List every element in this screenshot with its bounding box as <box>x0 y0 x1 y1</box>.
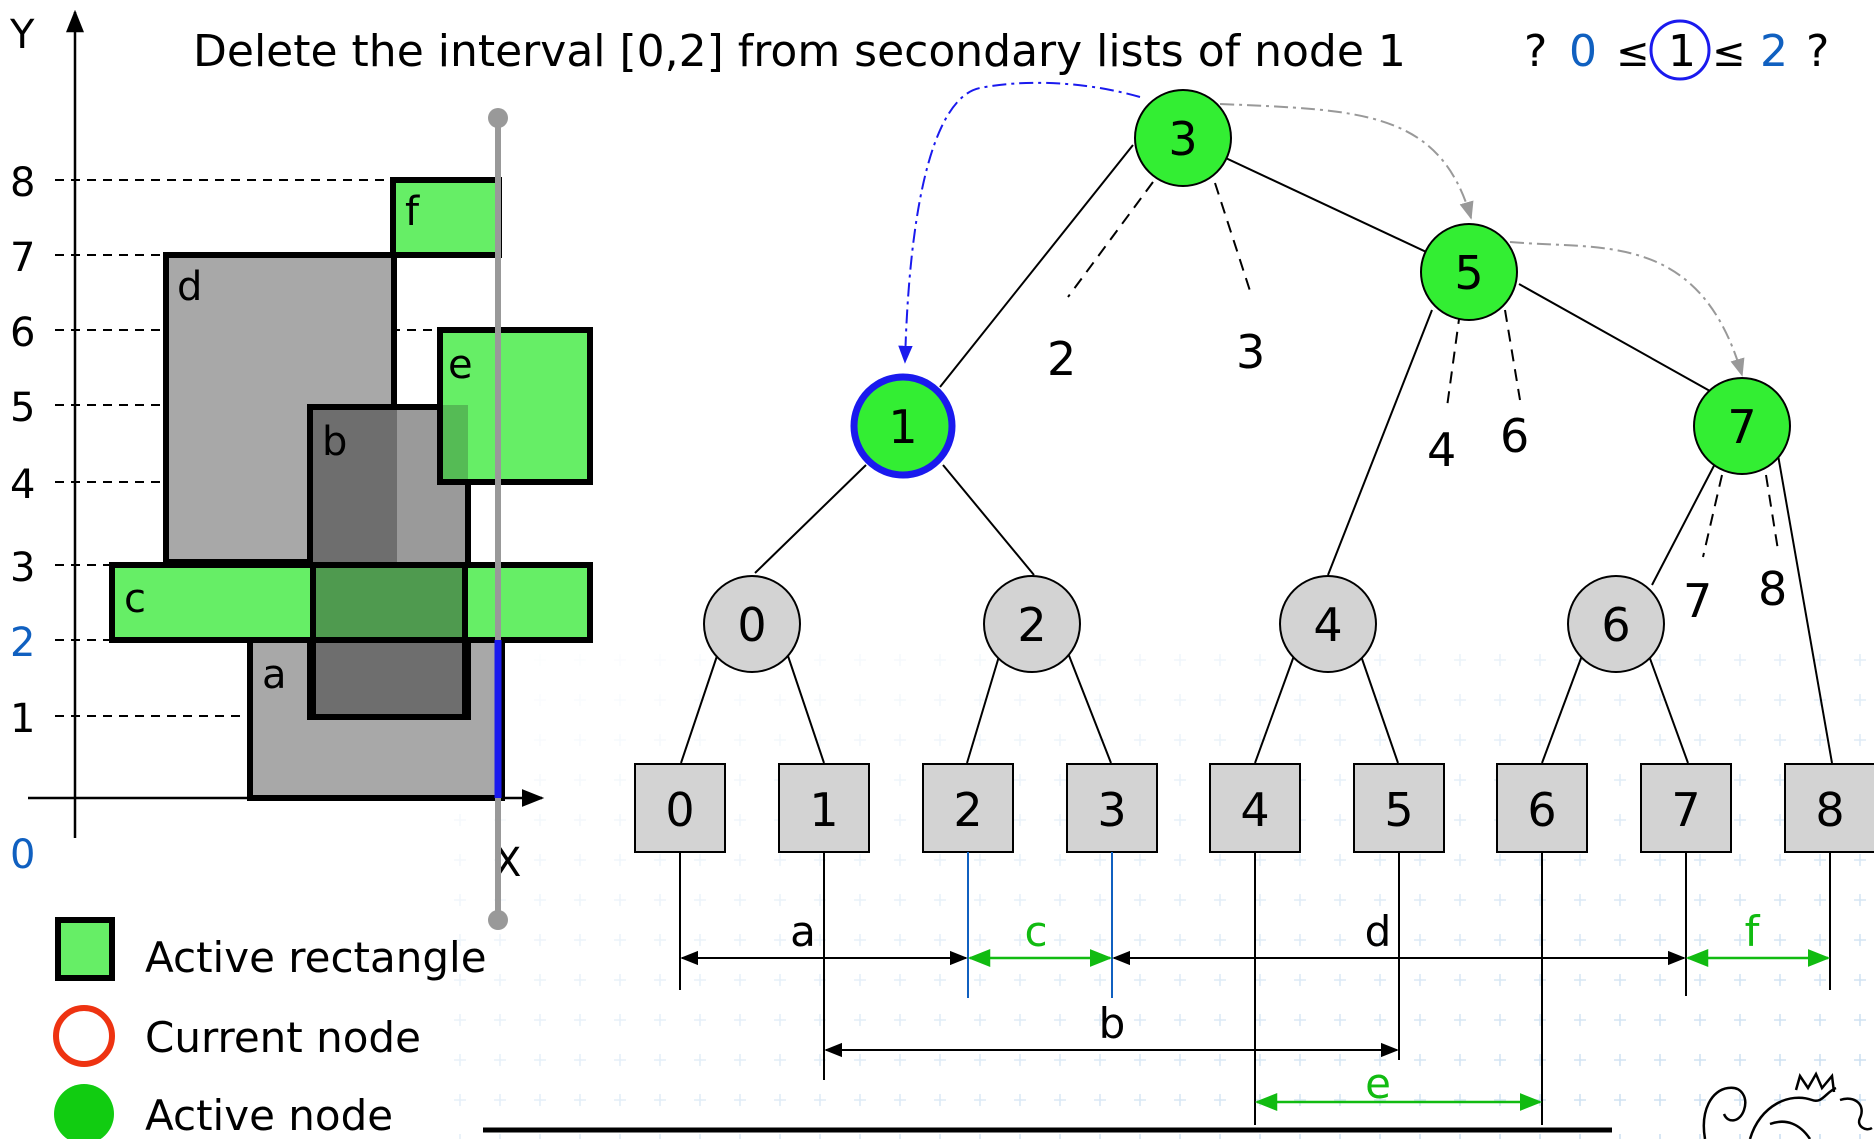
y-tick-7: 7 <box>10 235 35 281</box>
secondary-list-labels: 2 3 4 6 7 8 <box>1047 325 1787 628</box>
secondary-list-connectors <box>1067 181 1779 558</box>
y-tick-8: 8 <box>10 160 35 206</box>
legend-label-active-rect: Active rectangle <box>145 933 487 982</box>
secondary-label-4: 4 <box>1427 423 1456 477</box>
svg-text:2: 2 <box>953 783 982 837</box>
svg-text:d: d <box>1365 907 1392 956</box>
svg-text:6: 6 <box>1601 598 1630 652</box>
query-node: 1 <box>1668 26 1696 77</box>
tree-node-4-inner <box>1279 575 1377 673</box>
svg-text:b: b <box>1099 999 1126 1048</box>
svg-text:0: 0 <box>737 598 766 652</box>
rectangle-plot: d a b f e c Y X 0 8 7 6 5 4 3 2 1 <box>9 9 593 930</box>
query-le-2: ≤ <box>1712 30 1746 76</box>
svg-text:5: 5 <box>1454 246 1483 300</box>
tree-node-3 <box>1134 89 1232 187</box>
tree-node-1-current <box>850 373 956 479</box>
leaf-6 <box>1496 763 1588 853</box>
svg-text:f: f <box>1745 907 1761 956</box>
tree-edges <box>680 137 1833 764</box>
tree-node-0-inner <box>703 575 801 673</box>
rect-label-a: a <box>262 652 287 698</box>
svg-text:5: 5 <box>1384 783 1413 837</box>
traversal-arrow-to-node-1 <box>898 81 1141 364</box>
secondary-label-6: 6 <box>1500 409 1529 463</box>
rect-label-b: b <box>322 419 347 465</box>
secondary-label-8: 8 <box>1758 562 1787 616</box>
tree-node-5 <box>1420 223 1518 321</box>
secondary-label-2: 2 <box>1047 332 1076 386</box>
leaf-0 <box>634 763 726 853</box>
leaf-8 <box>1784 763 1874 853</box>
y-axis-label: Y <box>9 12 35 58</box>
y-tick-5: 5 <box>10 385 35 431</box>
traversal-arrow-to-node-7 <box>1509 241 1745 377</box>
rect-label-f: f <box>405 189 420 235</box>
svg-text:3: 3 <box>1097 783 1126 837</box>
lion-logo <box>1702 1071 1873 1139</box>
svg-text:2: 2 <box>1017 598 1046 652</box>
secondary-label-3: 3 <box>1236 325 1265 379</box>
legend: Active rectangle Current node Active nod… <box>53 917 487 1139</box>
interval-arrows: a c d f b e <box>680 907 1831 1111</box>
traversal-arrow-to-node-5 <box>1219 103 1474 220</box>
svg-text:4: 4 <box>1240 783 1269 837</box>
sweep-line-top-handle <box>488 108 508 128</box>
legend-active-node-swatch <box>54 1084 114 1139</box>
y-tick-6: 6 <box>10 310 35 356</box>
svg-text:3: 3 <box>1168 112 1197 166</box>
query-low: 0 <box>1569 26 1597 77</box>
tree-node-6-inner <box>1567 575 1665 673</box>
svg-text:a: a <box>790 907 816 956</box>
tree-leaves: 0 1 2 3 4 5 6 7 8 <box>634 763 1874 853</box>
svg-text:4: 4 <box>1313 598 1342 652</box>
svg-text:e: e <box>1365 1059 1391 1108</box>
query-high: 2 <box>1760 26 1788 77</box>
rect-label-e: e <box>448 342 473 388</box>
sweep-line-bottom-handle <box>488 910 508 930</box>
rect-e-overlap <box>443 405 468 479</box>
svg-text:1: 1 <box>888 400 917 454</box>
y-tick-1: 1 <box>10 696 35 742</box>
tree-nodes: 3 5 1 7 0 2 4 6 <box>703 89 1791 673</box>
y-tick-4: 4 <box>10 462 35 508</box>
rect-c-overlap <box>313 568 465 637</box>
query-le-1: ≤ <box>1616 30 1650 76</box>
title-text: Delete the interval [0,2] from secondary… <box>193 26 1406 77</box>
svg-text:0: 0 <box>665 783 694 837</box>
tree-node-7 <box>1693 377 1791 475</box>
svg-text:1: 1 <box>809 783 838 837</box>
legend-label-current-node: Current node <box>145 1013 421 1062</box>
legend-active-rect-swatch <box>55 917 115 981</box>
legend-current-node-swatch <box>53 1005 115 1067</box>
svg-text:c: c <box>1024 907 1047 956</box>
svg-text:8: 8 <box>1815 783 1844 837</box>
query-close: ? <box>1806 26 1829 77</box>
leaf-7 <box>1640 763 1732 853</box>
svg-text:7: 7 <box>1671 783 1700 837</box>
background-grid <box>440 640 1874 1139</box>
query-node-circle <box>1649 19 1711 81</box>
svg-text:6: 6 <box>1527 783 1556 837</box>
rect-label-d: d <box>177 264 202 310</box>
leaf-1 <box>778 763 870 853</box>
origin-label: 0 <box>10 832 35 878</box>
leaf-5 <box>1353 763 1445 853</box>
rect-label-c: c <box>124 576 146 622</box>
title-line: Delete the interval [0,2] from secondary… <box>193 19 1829 81</box>
svg-text:7: 7 <box>1727 400 1756 454</box>
tree-node-2-inner <box>983 575 1081 673</box>
y-tick-3: 3 <box>10 545 35 591</box>
y-tick-2: 2 <box>10 620 35 666</box>
query-open: ? <box>1524 26 1547 77</box>
secondary-label-7: 7 <box>1683 574 1712 628</box>
leaf-2 <box>922 763 1014 853</box>
legend-label-active-node: Active node <box>145 1091 393 1139</box>
